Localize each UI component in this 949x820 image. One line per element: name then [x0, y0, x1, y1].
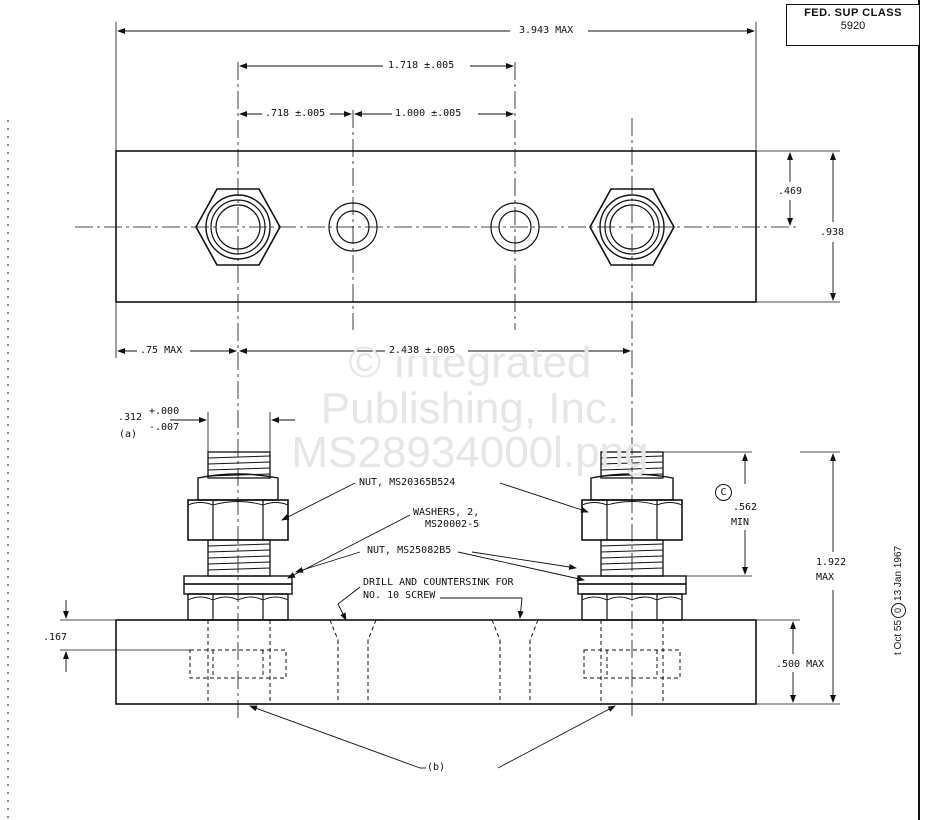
dim-width: .938 — [819, 227, 846, 238]
dim-thread-tol-minus: -.007 — [149, 422, 180, 433]
dim-nut-recess: .167 — [43, 632, 68, 643]
callout-b: (b) — [426, 762, 447, 773]
callout-nut-top: NUT, MS20365B524 — [358, 477, 457, 488]
note-c-circle: C — [715, 484, 732, 501]
top-view-plate — [115, 150, 757, 303]
revision-mark: 0 — [890, 602, 906, 618]
callout-nut-bottom: NUT, MS25082B5 — [366, 545, 453, 556]
dim-stud-spacing: 1.718 ±.005 — [387, 60, 456, 71]
revision-note: t Oct 55 0 13 Jan 1967 — [890, 495, 906, 655]
leader-nut-top — [281, 482, 356, 521]
dim-stud-to-hole: .718 ±.005 — [264, 108, 327, 119]
side-view-base — [115, 619, 757, 705]
dim-thread-note: (a) — [119, 429, 138, 440]
revision-suffix: 13 Jan 1967 — [892, 545, 904, 601]
leader-b-right — [497, 705, 616, 769]
watermark-line-2: Publishing, Inc. — [320, 384, 620, 433]
right-stud-assembly — [577, 451, 687, 704]
top-hole-left-inner — [336, 210, 370, 244]
callout-washers-2: MS20002-5 — [424, 519, 481, 530]
top-washer-right — [599, 194, 665, 260]
dim-overall-length: 3.943 MAX — [518, 25, 575, 36]
title-block: FED. SUP CLASS 5920 — [786, 4, 920, 46]
top-hole-right-inner — [498, 210, 532, 244]
revision-prefix: t Oct 55 — [892, 619, 904, 655]
top-stud-right-outer — [604, 199, 660, 255]
top-hex-right — [589, 188, 675, 266]
top-hole-left-outer — [328, 202, 378, 252]
dim-thread-dia: .312 — [118, 412, 143, 423]
dim-thread-length-note: MIN — [731, 517, 750, 528]
dim-hole-spacing: 1.000 ±.005 — [394, 108, 463, 119]
dim-thread-length: .562 — [733, 502, 758, 513]
dim-edge-to-stud: .75 MAX — [139, 345, 184, 356]
dim-stud-to-stud-total: 2.438 ±.005 — [388, 345, 457, 356]
callout-drill-2: NO. 10 SCREW — [362, 590, 437, 601]
top-stud-right-inner — [609, 204, 655, 250]
leader-drill-left — [337, 586, 361, 605]
callout-drill-1: DRILL AND COUNTERSINK FOR — [362, 577, 515, 588]
dim-overall-height: 1.922 — [816, 557, 847, 568]
dim-overall-height-note: MAX — [816, 572, 835, 583]
leader-washers — [287, 514, 411, 579]
leader-nut-bottom — [295, 551, 361, 573]
watermark-line-1: © Integrated — [348, 338, 592, 387]
callout-washers-1: WASHERS, 2, — [412, 507, 481, 518]
fed-sup-class-value: 5920 — [840, 20, 866, 32]
top-stud-left-outer — [210, 199, 266, 255]
leader-b-left — [249, 705, 421, 769]
top-washer-left — [205, 194, 271, 260]
dim-base-thickness: .500 MAX — [775, 659, 826, 670]
fed-sup-class-label: FED. SUP CLASS — [804, 7, 902, 19]
dim-thread-tol-plus: +.000 — [149, 406, 180, 417]
top-hole-right-outer — [490, 202, 540, 252]
dim-half-width: .469 — [778, 186, 803, 197]
note-c-label: C — [720, 487, 727, 498]
watermark-line-3: MS28934000l.png — [291, 428, 649, 477]
left-stud-assembly — [183, 451, 293, 704]
top-hex-left — [195, 188, 281, 266]
top-stud-left-inner — [215, 204, 261, 250]
side-hidden-holes — [329, 619, 539, 704]
